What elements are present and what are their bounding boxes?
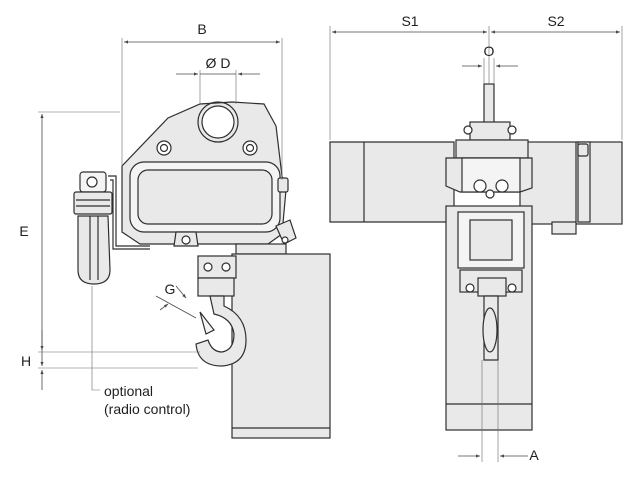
dimension-labels: B Ø D E G H S1 S2 O A optional (radio co…	[19, 13, 564, 463]
side-view	[73, 101, 331, 439]
label-d: Ø D	[206, 55, 231, 71]
hook-assembly	[195, 255, 247, 367]
note-optional: optional	[104, 383, 153, 399]
label-a: A	[529, 447, 539, 463]
front-view	[329, 83, 623, 431]
hoist-body	[445, 205, 533, 431]
label-s1: S1	[401, 13, 418, 29]
label-h: H	[21, 353, 31, 369]
label-g: G	[165, 281, 176, 297]
label-e: E	[19, 223, 28, 239]
label-b: B	[197, 21, 206, 37]
trolley-frame	[445, 83, 533, 199]
radio-control-unit	[73, 171, 150, 285]
chain-container	[231, 253, 331, 439]
motor-drum	[329, 141, 623, 235]
label-s2: S2	[547, 13, 564, 29]
label-o: O	[484, 43, 495, 59]
dimension-lines	[38, 26, 623, 462]
motor-housing	[121, 101, 297, 255]
note-radio-control: (radio control)	[104, 401, 190, 417]
